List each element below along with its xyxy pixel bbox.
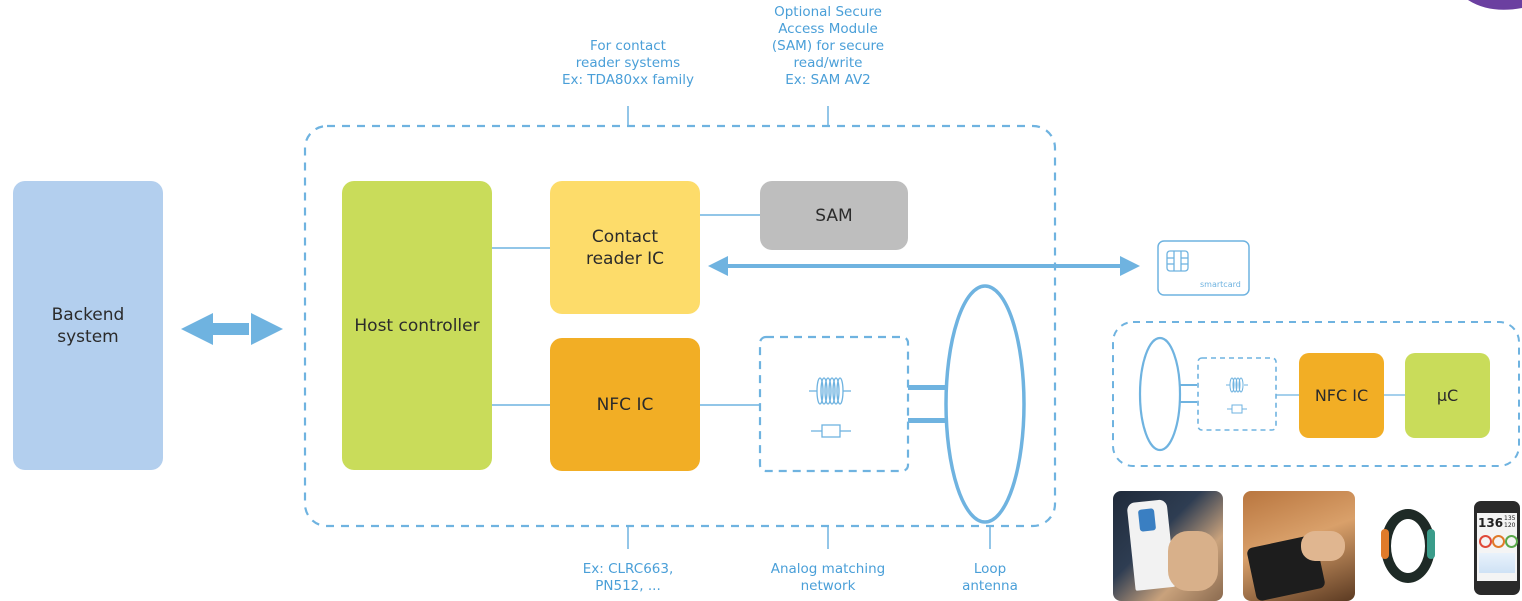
phone-big-number: 136 bbox=[1478, 516, 1504, 530]
smartcard bbox=[1157, 240, 1250, 296]
annotation-analog: Analog matching network bbox=[770, 561, 886, 594]
reader-enclosure bbox=[303, 124, 1057, 528]
device-coil-icon bbox=[1226, 377, 1248, 393]
device-analog-box bbox=[1197, 357, 1277, 431]
photo-smartphone: 136 135 120 bbox=[1472, 491, 1522, 601]
double-arrow-icon bbox=[181, 313, 283, 345]
annotation-contact-reader: For contact reader systems Ex: TDA80xx f… bbox=[561, 38, 695, 88]
phone-small-top: 135 bbox=[1504, 515, 1516, 522]
smartcard-label: smartcard bbox=[1200, 280, 1241, 289]
host-controller-block: Host controller bbox=[342, 181, 492, 470]
contact-reader-ic-block: Contact reader IC bbox=[550, 181, 700, 314]
phone-small-bottom: 120 bbox=[1504, 522, 1516, 529]
analog-network-box bbox=[758, 335, 910, 473]
annotation-nfc-examples: Ex: CLRC663, PN512, ... bbox=[582, 561, 674, 594]
device-uc-block: µC bbox=[1405, 353, 1490, 438]
device-nfc-ic-block: NFC IC bbox=[1299, 353, 1384, 438]
contact-smartcard-arrow bbox=[708, 256, 1140, 276]
sam-block: SAM bbox=[760, 181, 908, 250]
loop-antenna-icon bbox=[944, 284, 1026, 524]
photo-payment-terminal bbox=[1243, 491, 1355, 601]
logo-fragment bbox=[1468, 0, 1522, 10]
annotation-sam: Optional Secure Access Module (SAM) for … bbox=[771, 4, 885, 88]
resistor-icon bbox=[811, 424, 851, 438]
device-loop-antenna-icon bbox=[1138, 336, 1182, 452]
annotation-loop: Loop antenna bbox=[962, 561, 1018, 594]
device-resistor-icon bbox=[1227, 404, 1247, 414]
nfc-ic-block: NFC IC bbox=[550, 338, 700, 471]
backend-system-block: Backend system bbox=[13, 181, 163, 470]
antenna-lead-top bbox=[908, 385, 948, 390]
chip-icon bbox=[1166, 250, 1189, 272]
antenna-lead-bottom bbox=[908, 418, 948, 423]
photo-card-reader bbox=[1113, 491, 1223, 601]
photo-wristband bbox=[1373, 491, 1463, 601]
device-enclosure bbox=[1112, 321, 1520, 467]
coil-icon bbox=[809, 377, 851, 405]
